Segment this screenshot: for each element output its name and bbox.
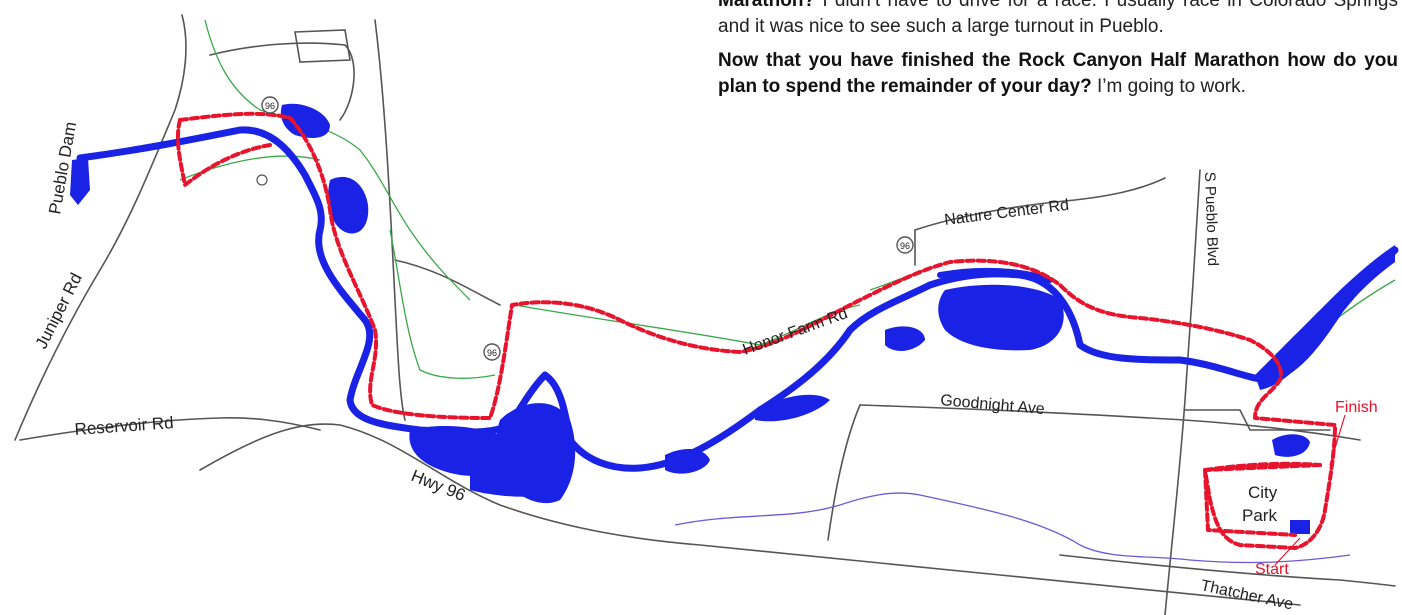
north-pond <box>280 103 330 138</box>
start-label: Start <box>1255 561 1289 578</box>
east-channel-pond <box>755 394 830 422</box>
article-text: Marathon? I didn’t have to drive for a r… <box>718 0 1398 108</box>
parking-lot-outline <box>294 29 351 63</box>
finish-label: Finish <box>1335 399 1378 416</box>
large-east-lake <box>938 284 1064 351</box>
trail-north-line <box>204 19 471 301</box>
river-main-line <box>76 126 1399 472</box>
svg-text:96: 96 <box>487 348 497 358</box>
goodnight-ave-label: Goodnight Ave <box>940 392 1046 418</box>
thatcher-ave-line <box>1059 554 1396 587</box>
s-pueblo-blvd-label: S Pueblo Blvd <box>1201 172 1221 267</box>
reservoir-rd-label: Reservoir Rd <box>74 413 174 439</box>
svg-text:96: 96 <box>900 241 910 251</box>
juniper-road-line <box>14 14 187 441</box>
question-1: Marathon? <box>718 0 816 11</box>
east-river-widening <box>1255 245 1395 390</box>
city-park-loop <box>1203 461 1322 537</box>
article-paragraph-2: Now that you have finished the Rock Cany… <box>718 48 1398 100</box>
river-arm-line <box>937 267 1053 283</box>
route-96-marker-2: 96 <box>896 236 914 254</box>
svg-text:96: 96 <box>265 101 275 111</box>
city-label: City <box>1248 483 1278 502</box>
route-96-marker-3: 96 <box>483 343 501 361</box>
juniper-rd-label: Juniper Rd <box>32 270 86 352</box>
reservoir-road-line <box>19 417 321 441</box>
pond-small-east <box>885 326 925 352</box>
city-park-pool <box>1290 520 1310 534</box>
answer-2: I’m going to work. <box>1091 76 1246 97</box>
park-road-line <box>1184 409 1331 431</box>
city-west-road-line <box>827 404 861 541</box>
trail-south-line <box>389 229 496 379</box>
hwy-96-line <box>199 423 1301 606</box>
west-road-loop-line <box>374 19 406 421</box>
creek-line <box>674 492 1351 564</box>
route-96-marker-1: 96 <box>261 96 279 114</box>
race-route-line <box>178 111 1337 550</box>
south-lake-west <box>409 425 522 477</box>
thatcher-ave-label: Thatcher Ave <box>1199 577 1295 613</box>
mid-pond <box>665 448 710 474</box>
start-leader-line <box>1274 537 1301 566</box>
nature-center-rd-label: Nature Center Rd <box>943 197 1070 229</box>
dam-road-line <box>209 42 355 121</box>
west-pond <box>328 176 369 234</box>
trailhead-marker <box>256 174 268 186</box>
s-pueblo-blvd-line <box>1164 169 1201 615</box>
west-road-spur-line <box>394 259 501 306</box>
answer-1: I didn’t have to drive for a race. I usu… <box>718 0 1398 37</box>
nature-center-road-line <box>914 177 1166 231</box>
pueblo-dam-lake <box>70 158 90 205</box>
race-route-west-loop <box>175 118 272 187</box>
question-2: Now that you have finished the Rock Cany… <box>718 50 1398 97</box>
city-park-pond <box>1272 434 1310 457</box>
finish-leader-line <box>1329 414 1346 466</box>
south-lake-tail <box>470 470 560 497</box>
article-paragraph-1: Marathon? I didn’t have to drive for a r… <box>718 0 1398 40</box>
park-label: Park <box>1242 506 1277 525</box>
